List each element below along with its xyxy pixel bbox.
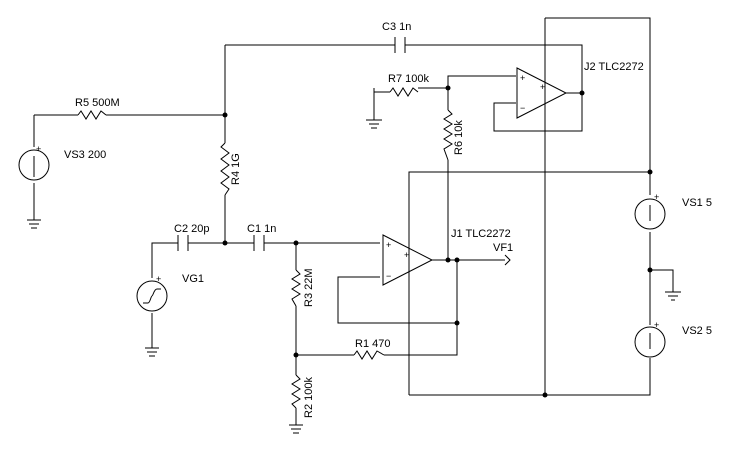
junction-dot-icon <box>293 352 299 358</box>
resistor-r3 <box>291 269 301 307</box>
wire-power <box>408 17 674 396</box>
wire-vs3 <box>33 114 225 220</box>
wire-c-node <box>151 242 380 278</box>
vs1-plus: + <box>654 192 659 202</box>
label-c2: C2 20p <box>174 223 209 235</box>
label-r4: R4 1G <box>230 153 242 185</box>
capacitor-c1 <box>253 235 265 251</box>
label-j1: J1 TLC2272 <box>451 228 511 240</box>
dc-source-vs1-icon <box>634 198 666 230</box>
junction-dot-icon <box>222 240 228 246</box>
wire-j1-out <box>337 259 505 324</box>
label-vs2: VS2 5 <box>682 325 712 337</box>
resistor-r6 <box>443 109 453 161</box>
label-vg1: VG1 <box>182 273 204 285</box>
ground-icon <box>27 219 41 229</box>
junction-dot-icon <box>445 257 451 263</box>
polarity-signs: + − + − + + + + + + <box>36 73 659 330</box>
probe-vf1-icon <box>504 254 511 266</box>
label-r1: R1 470 <box>355 338 390 350</box>
opamps <box>382 67 568 286</box>
opamp-j1-minus: − <box>386 271 391 281</box>
vs3-plus: + <box>36 144 41 154</box>
ground-icon <box>145 347 159 357</box>
wire-r1 <box>296 323 458 356</box>
label-c3: C3 1n <box>382 21 411 33</box>
junction-dot-icon <box>647 169 653 175</box>
wire-j2 <box>373 75 583 260</box>
junction-dot-icon <box>222 112 228 118</box>
resistor-r4 <box>220 142 230 196</box>
label-vf1: VF1 <box>493 242 513 254</box>
sources <box>18 149 666 358</box>
label-r5: R5 500M <box>75 97 120 109</box>
label-c1: C1 1n <box>247 223 276 235</box>
step-generator-vg1-icon <box>136 280 168 312</box>
vg1-plus: + <box>156 274 161 284</box>
capacitor-c3 <box>394 37 406 53</box>
junction-dots <box>222 85 653 398</box>
opamp-j1-icon <box>382 234 434 286</box>
step-waveform-icon <box>143 288 161 304</box>
resistor-r1 <box>353 350 385 360</box>
junction-dot-icon <box>293 240 299 246</box>
resistor-r5 <box>77 110 107 120</box>
dc-source-vs3-icon <box>18 149 50 181</box>
ground-icon <box>289 424 303 434</box>
ground-icon <box>665 291 681 301</box>
component-labels: C3 1n J2 TLC2272 R7 100k R5 500M R6 10k … <box>64 21 712 418</box>
dc-source-vs2-icon <box>634 326 666 358</box>
resistors <box>77 87 453 409</box>
label-r3: R3 22M <box>303 268 315 307</box>
capacitor-c2 <box>177 235 189 251</box>
opamp-j2-icon <box>516 67 568 119</box>
resistor-r2 <box>291 374 301 409</box>
junction-dot-icon <box>647 267 653 273</box>
label-vs3: VS3 200 <box>64 149 106 161</box>
label-j2: J2 TLC2272 <box>584 61 644 73</box>
ground-icon <box>366 119 382 129</box>
junction-dot-icon <box>542 392 548 398</box>
label-r6: R6 10k <box>453 120 465 155</box>
label-r2: R2 100k <box>303 377 315 418</box>
wire-top-rail <box>225 44 583 75</box>
junction-dot-icon <box>454 257 460 263</box>
j1-pin-plus: + <box>404 250 409 260</box>
resistor-r7 <box>389 87 419 97</box>
opamp-j1-plus: + <box>386 240 391 250</box>
grounds <box>27 119 681 434</box>
wires <box>33 17 674 425</box>
vs2-plus: + <box>654 320 659 330</box>
junction-dot-icon <box>454 320 460 326</box>
capacitors <box>177 37 406 251</box>
junction-dot-icon <box>445 85 451 91</box>
opamp-j2-minus: − <box>520 103 525 113</box>
j2-pin-plus: + <box>540 82 545 92</box>
label-r7: R7 100k <box>388 73 429 85</box>
label-vs1: VS1 5 <box>682 197 712 209</box>
junction-dot-icon <box>579 90 585 96</box>
opamp-j2-plus: + <box>520 73 525 83</box>
